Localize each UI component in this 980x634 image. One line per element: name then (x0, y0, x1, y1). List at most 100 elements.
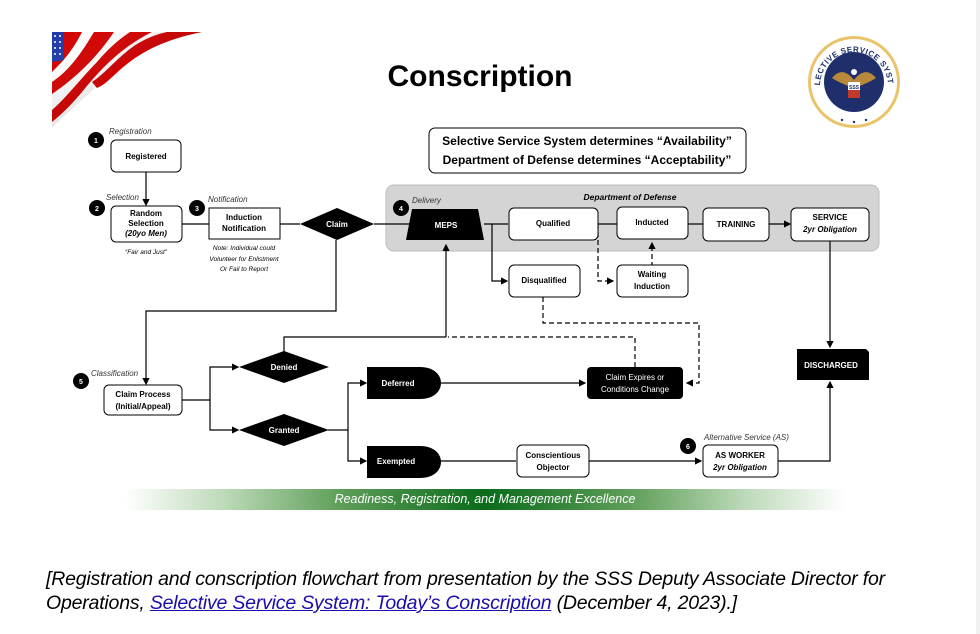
node-deferred: Deferred (367, 367, 441, 399)
node-meps: MEPS (406, 209, 484, 240)
svg-text:Granted: Granted (269, 426, 300, 435)
svg-text:4: 4 (399, 206, 403, 213)
node-training: TRAINING (702, 207, 770, 242)
svg-text:Denied: Denied (271, 363, 298, 372)
svg-text:6: 6 (686, 444, 690, 451)
connector-claim-expires-meps (448, 336, 636, 367)
svg-text:Deferred: Deferred (382, 379, 415, 388)
svg-text:Qualified: Qualified (536, 219, 570, 228)
svg-text:SSS: SSS (849, 85, 860, 91)
dod-region-label: Department of Defense (583, 192, 676, 202)
node-claim-expires: Claim Expires or Conditions Change (587, 367, 683, 399)
connector-claim-process (142, 240, 337, 386)
svg-text:Exempted: Exempted (377, 457, 415, 466)
svg-text:Inducted: Inducted (635, 218, 668, 227)
node-discharged: DISCHARGED (797, 349, 869, 380)
svg-text:Selection: Selection (128, 219, 164, 228)
flag-stripes (52, 32, 202, 128)
svg-text:Claim: Claim (326, 220, 348, 229)
connector-granted-deferred (347, 379, 368, 430)
node-induction-notification: Induction Notification (208, 207, 281, 240)
node-conscientious-objector: Conscientious Objector (516, 444, 590, 478)
step-4-badge: 4 (393, 200, 409, 216)
svg-text:Or Fail to Report: Or Fail to Report (220, 266, 269, 273)
step-label-delivery: Delivery (412, 196, 442, 205)
node-qualified: Qualified (508, 207, 599, 241)
caption-suffix: (December 4, 2023).] (551, 592, 737, 614)
connector-as-worker-discharged (778, 380, 834, 462)
svg-text:Claim Process: Claim Process (115, 390, 171, 399)
node-inducted: Inducted (616, 206, 689, 240)
step-label-notification: Notification (208, 195, 248, 204)
svg-text:Objector: Objector (537, 463, 570, 472)
info-line-acceptability: Department of Defense determines “Accept… (443, 153, 732, 167)
svg-text:Random: Random (130, 209, 162, 218)
step-labels: Registration Selection Notification Deli… (91, 127, 789, 442)
scrollbar-edge[interactable] (976, 0, 980, 634)
node-waiting-induction: Waiting Induction (616, 264, 689, 298)
node-service: SERVICE 2yr Obligation (790, 207, 870, 242)
svg-text:Induction: Induction (226, 213, 262, 222)
nodes: Registered Random Selection (20yo Men) “… (103, 139, 870, 478)
connector-qualified-waiting (597, 224, 615, 285)
step-6-badge: 6 (680, 438, 696, 454)
node-exempted: Exempted (367, 446, 441, 478)
svg-text:MEPS: MEPS (435, 221, 458, 230)
slogan-banner: Readiness, Registration, and Management … (125, 489, 845, 510)
connector-meps-disqualified (491, 224, 509, 285)
caption-prefix: [Registration and conscription flowchart… (46, 568, 885, 614)
svg-text:1: 1 (94, 138, 98, 145)
svg-text:Induction: Induction (634, 282, 670, 291)
availability-info-box: Selective Service System determines “Ava… (428, 127, 747, 174)
node-registered: Registered (110, 139, 182, 173)
node-claim-process: Claim Process (Initial/Appeal) (103, 384, 183, 416)
page-title: Conscription (387, 60, 573, 93)
induction-note: Note: Individual could Volunteer for Enl… (209, 245, 279, 273)
svg-text:Conditions Change: Conditions Change (601, 385, 670, 394)
svg-text:DISCHARGED: DISCHARGED (804, 361, 858, 370)
connector-denied-meps (283, 336, 446, 356)
node-denied: Denied (239, 351, 329, 383)
connector-disqualified-claim-expires (542, 297, 700, 387)
step-label-alternative-service: Alternative Service (AS) (703, 433, 789, 442)
svg-text:Volunteer for Enlistment: Volunteer for Enlistment (209, 256, 279, 263)
presentation-link[interactable]: Selective Service System: Today’s Conscr… (149, 592, 552, 614)
svg-text:Disqualified: Disqualified (521, 276, 566, 285)
step-5-badge: 5 (73, 373, 89, 389)
node-disqualified: Disqualified (508, 264, 581, 298)
node-as-worker: AS WORKER 2yr Obligation (702, 444, 779, 478)
step-label-selection: Selection (106, 193, 139, 202)
solid-connectors (142, 172, 834, 465)
step-label-registration: Registration (109, 127, 152, 136)
node-granted: Granted (239, 414, 329, 446)
svg-text:Conscientious: Conscientious (525, 451, 581, 460)
svg-text:(20yo Men): (20yo Men) (125, 229, 167, 238)
svg-text:5: 5 (79, 379, 83, 386)
svg-text:SERVICE: SERVICE (813, 213, 849, 222)
svg-text:Waiting: Waiting (638, 270, 667, 279)
step-2-badge: 2 (89, 200, 105, 216)
svg-text:3: 3 (195, 206, 199, 213)
american-flag-image (52, 32, 202, 128)
svg-text:2: 2 (95, 206, 99, 213)
svg-text:Claim Expires or: Claim Expires or (606, 373, 665, 382)
sss-seal-logo: SELECTIVE SERVICE SYSTEM SSS (806, 34, 900, 128)
step-badges: 1 2 3 4 5 6 (73, 132, 696, 454)
svg-text:2yr Obligation: 2yr Obligation (712, 463, 767, 472)
step-1-badge: 1 (88, 132, 104, 148)
figure-caption: [Registration and conscription flowchart… (46, 567, 946, 615)
random-selection-note: “Fair and Just” (125, 249, 168, 256)
svg-text:TRAINING: TRAINING (717, 220, 756, 229)
info-line-availability: Selective Service System determines “Ava… (442, 134, 732, 148)
svg-text:2yr Obligation: 2yr Obligation (802, 225, 857, 234)
node-random-selection: Random Selection (20yo Men) (110, 205, 183, 243)
connector-granted-exempted (347, 430, 368, 465)
svg-text:AS WORKER: AS WORKER (715, 451, 765, 460)
svg-text:(Initial/Appeal): (Initial/Appeal) (115, 402, 170, 411)
node-claim-decision: Claim (300, 208, 374, 240)
step-3-badge: 3 (189, 200, 205, 216)
connector-claim-granted (209, 400, 240, 434)
svg-text:Registered: Registered (125, 152, 166, 161)
dashed-connectors (448, 224, 700, 387)
